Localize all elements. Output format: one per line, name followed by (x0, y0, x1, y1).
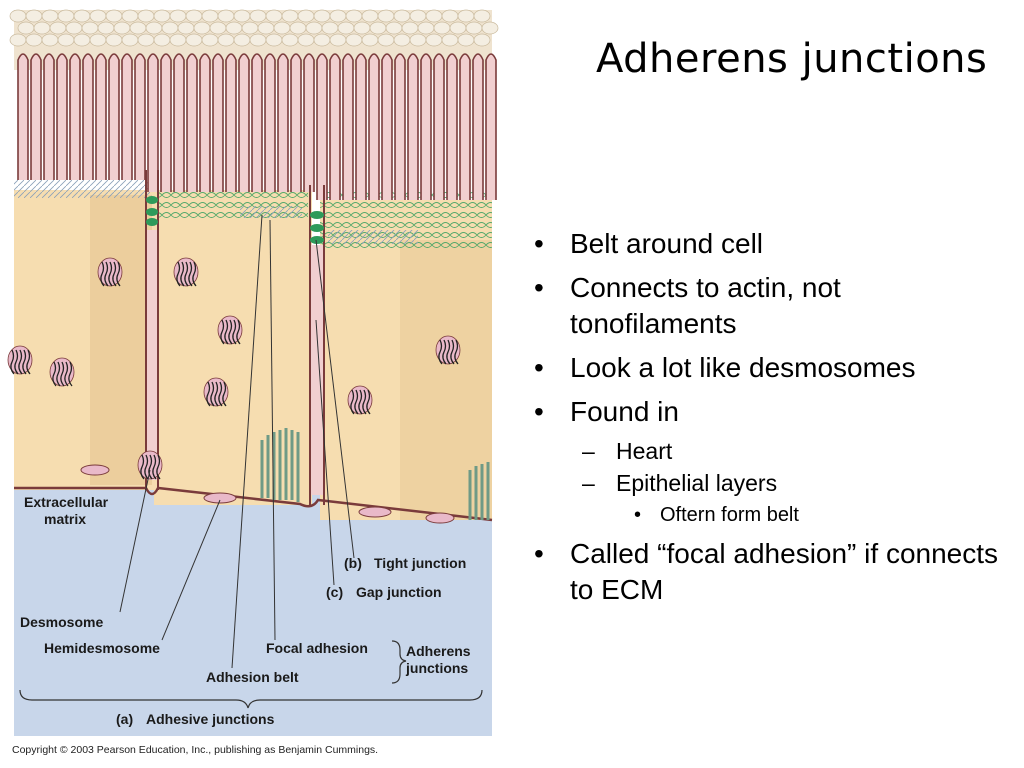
cell-junction-figure: Extracellular matrix (b) Tight junction … (7, 9, 499, 736)
bullet-marker: • (534, 272, 544, 303)
bullet-text: Heart (616, 438, 673, 464)
hatch-middle (240, 206, 302, 218)
middle-cell-body (154, 190, 312, 505)
adhesive-brace (19, 689, 483, 709)
focal-adhesion-actin (260, 428, 490, 520)
label-adhesive-junctions: Adhesive junctions (146, 711, 275, 727)
bullet-marker: • (534, 396, 544, 427)
desmosome-plaques (7, 257, 461, 480)
label-desmosome: Desmosome (20, 614, 103, 630)
bullet-text: Belt around cell (570, 228, 764, 259)
extracellular-matrix-area (14, 480, 492, 736)
label-extracellular: Extracellular (24, 494, 109, 510)
terminal-web-left (14, 180, 152, 198)
bullet-marker: • (534, 228, 544, 259)
label-tight-junction: Tight junction (374, 555, 466, 571)
right-cell-shadow (400, 240, 492, 520)
bullet-text: Look a lot like desmosomes (570, 352, 916, 383)
bullet-marker: • (634, 504, 642, 526)
bullet-text: Oftern form belt (660, 504, 799, 526)
label-focal-adhesion: Focal adhesion (266, 640, 368, 656)
bullet-text: Epithelial layers (616, 470, 778, 496)
label-adhesion-belt: Adhesion belt (206, 669, 299, 685)
left-junction-gap (147, 230, 157, 480)
middle-cell-shadow (90, 195, 152, 485)
bullet-item: • Found in (530, 394, 1010, 430)
bullet-text: Called “focal adhesion” if connects to E… (570, 538, 999, 605)
label-junctions: junctions (405, 660, 468, 676)
hatch-right (328, 230, 418, 244)
label-hemidesmosome: Hemidesmosome (44, 640, 160, 656)
bullet-list: • Belt around cell • Connects to actin, not… (530, 226, 1010, 616)
bullet-item: –Heart (530, 436, 1010, 466)
microvilli (17, 53, 497, 200)
tight-junction-dots (146, 196, 324, 244)
hemidesmosome-plaques (80, 464, 455, 524)
label-gap-junction: Gap junction (356, 584, 442, 600)
bullet-marker: • (534, 538, 544, 569)
bullet-item: –Epithelial layers (530, 468, 1010, 498)
left-junction-membrane (145, 170, 159, 490)
bullet-text: Connects to actin, not tonofilaments (570, 272, 841, 339)
bullet-item: • Connects to actin, not tonofilaments (530, 270, 1010, 342)
label-adhesive-junctions-tag: (a) (116, 711, 133, 727)
slide-title: Adherens junctions (596, 36, 988, 82)
bullet-marker: • (534, 352, 544, 383)
label-gap-junction-tag: (c) (326, 584, 343, 600)
adherens-brace (391, 640, 407, 684)
right-junction-membrane (309, 185, 325, 505)
apical-bumps (9, 9, 499, 47)
bullet-item: • Oftern form belt (530, 502, 1010, 528)
right-junction-gap (311, 245, 323, 495)
label-matrix: matrix (44, 511, 86, 527)
label-tight-junction-tag: (b) (344, 555, 362, 571)
bullet-item: • Called “focal adhesion” if connects to … (530, 536, 1010, 608)
copyright-notice: Copyright © 2003 Pearson Education, Inc.… (12, 744, 379, 756)
bullet-item: • Belt around cell (530, 226, 1010, 262)
bullet-marker: – (582, 470, 595, 496)
bullet-text: Found in (570, 396, 679, 427)
bullet-item: • Look a lot like desmosomes (530, 350, 1010, 386)
leader-lines (119, 214, 355, 669)
bullet-marker: – (582, 438, 595, 464)
label-adherens: Adherens (406, 643, 471, 659)
